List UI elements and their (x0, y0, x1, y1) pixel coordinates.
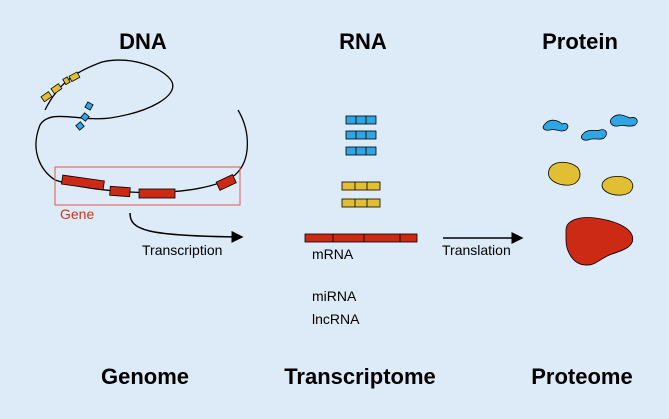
rna-yellow-transcripts (341, 181, 381, 208)
red-protein (565, 217, 634, 266)
mirna-label: miRNA (312, 288, 357, 304)
proteome-label: Proteome (531, 364, 633, 389)
dna-yellow-segments (40, 71, 81, 103)
gene-label: Gene (60, 206, 95, 222)
mrna-strand (304, 233, 418, 243)
transcriptome-label: Transcriptome (284, 364, 436, 389)
genome-label: Genome (100, 364, 190, 389)
mrna-label: mRNA (312, 246, 354, 262)
dna-blue-segments (75, 101, 94, 131)
lncrna-label: lncRNA (312, 311, 360, 327)
rna-blue-transcripts (345, 115, 377, 156)
dna-strand (35, 59, 174, 181)
dna-heading: DNA (119, 29, 167, 54)
gene-highlight-box (54, 166, 241, 206)
yellow-proteins (548, 161, 634, 196)
blue-proteins (542, 114, 638, 141)
protein-heading: Protein (542, 29, 618, 54)
gene-exons (61, 174, 237, 199)
transcription-label: Transcription (142, 242, 223, 258)
translation-label: Translation (442, 242, 511, 258)
rna-heading: RNA (339, 29, 387, 54)
transcription-arrow (129, 212, 244, 243)
